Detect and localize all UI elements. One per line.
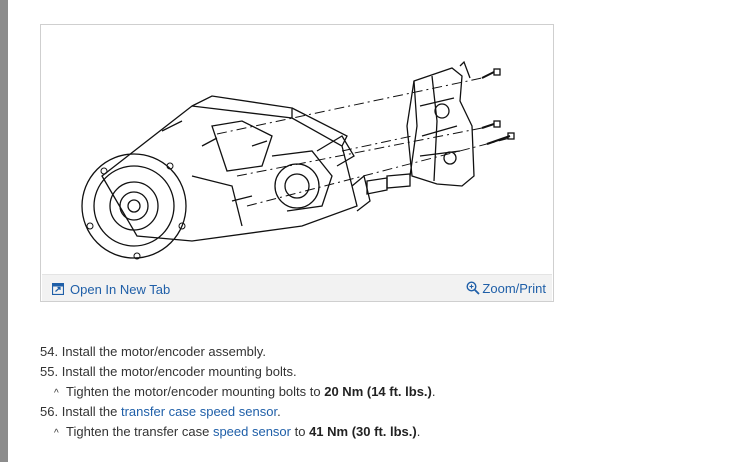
note-text: Tighten the transfer case xyxy=(66,424,213,439)
note-text: Tighten the motor/encoder mounting bolts… xyxy=(66,384,325,399)
step-54: 54. Install the motor/encoder assembly. xyxy=(40,342,640,362)
step-55: 55. Install the motor/encoder mounting b… xyxy=(40,362,640,382)
magnifier-icon xyxy=(466,281,481,295)
torque-value: 41 Nm (30 ft. lbs.) xyxy=(309,424,417,439)
step-text: Install the xyxy=(61,404,121,419)
note-middle: to xyxy=(291,424,310,439)
procedure-steps: 54. Install the motor/encoder assembly. … xyxy=(40,342,640,442)
transfer-case-motor-illustration xyxy=(81,60,515,260)
step-number: 56. xyxy=(40,404,59,419)
figure-footer-bar: Open In New Tab Zoom/Print xyxy=(42,274,552,301)
note-suffix: . xyxy=(416,424,421,439)
zoom-print-link[interactable]: Zoom/Print xyxy=(466,278,546,298)
torque-value: 20 Nm (14 ft. lbs.) xyxy=(324,384,432,399)
step-55-torque-note: ^ Tighten the motor/encoder mounting bolt… xyxy=(40,382,640,402)
step-suffix: . xyxy=(277,404,281,419)
open-new-tab-icon xyxy=(52,283,64,295)
figure-card: Open In New Tab Zoom/Print xyxy=(40,24,554,302)
open-in-new-tab-link[interactable]: Open In New Tab xyxy=(52,280,170,298)
open-in-new-tab-label: Open In New Tab xyxy=(70,281,171,297)
zoom-print-label: Zoom/Print xyxy=(482,280,546,296)
note-suffix: . xyxy=(431,384,436,399)
step-text: Install the motor/encoder mounting bolts… xyxy=(61,364,297,379)
step-56: 56. Install the transfer case speed sens… xyxy=(40,402,640,422)
transfer-case-speed-sensor-link[interactable]: transfer case speed sensor xyxy=(120,404,278,419)
step-56-torque-note: ^Tighten the transfer case speed sensor … xyxy=(40,422,640,442)
caret-icon: ^ xyxy=(54,388,59,399)
caret-icon: ^ xyxy=(54,428,59,439)
left-scroll-rail xyxy=(0,0,8,462)
step-number: 54. xyxy=(40,344,59,359)
step-number: 55. xyxy=(40,364,59,379)
speed-sensor-link[interactable]: speed sensor xyxy=(212,424,291,439)
step-text: Install the motor/encoder assembly. xyxy=(61,344,266,359)
